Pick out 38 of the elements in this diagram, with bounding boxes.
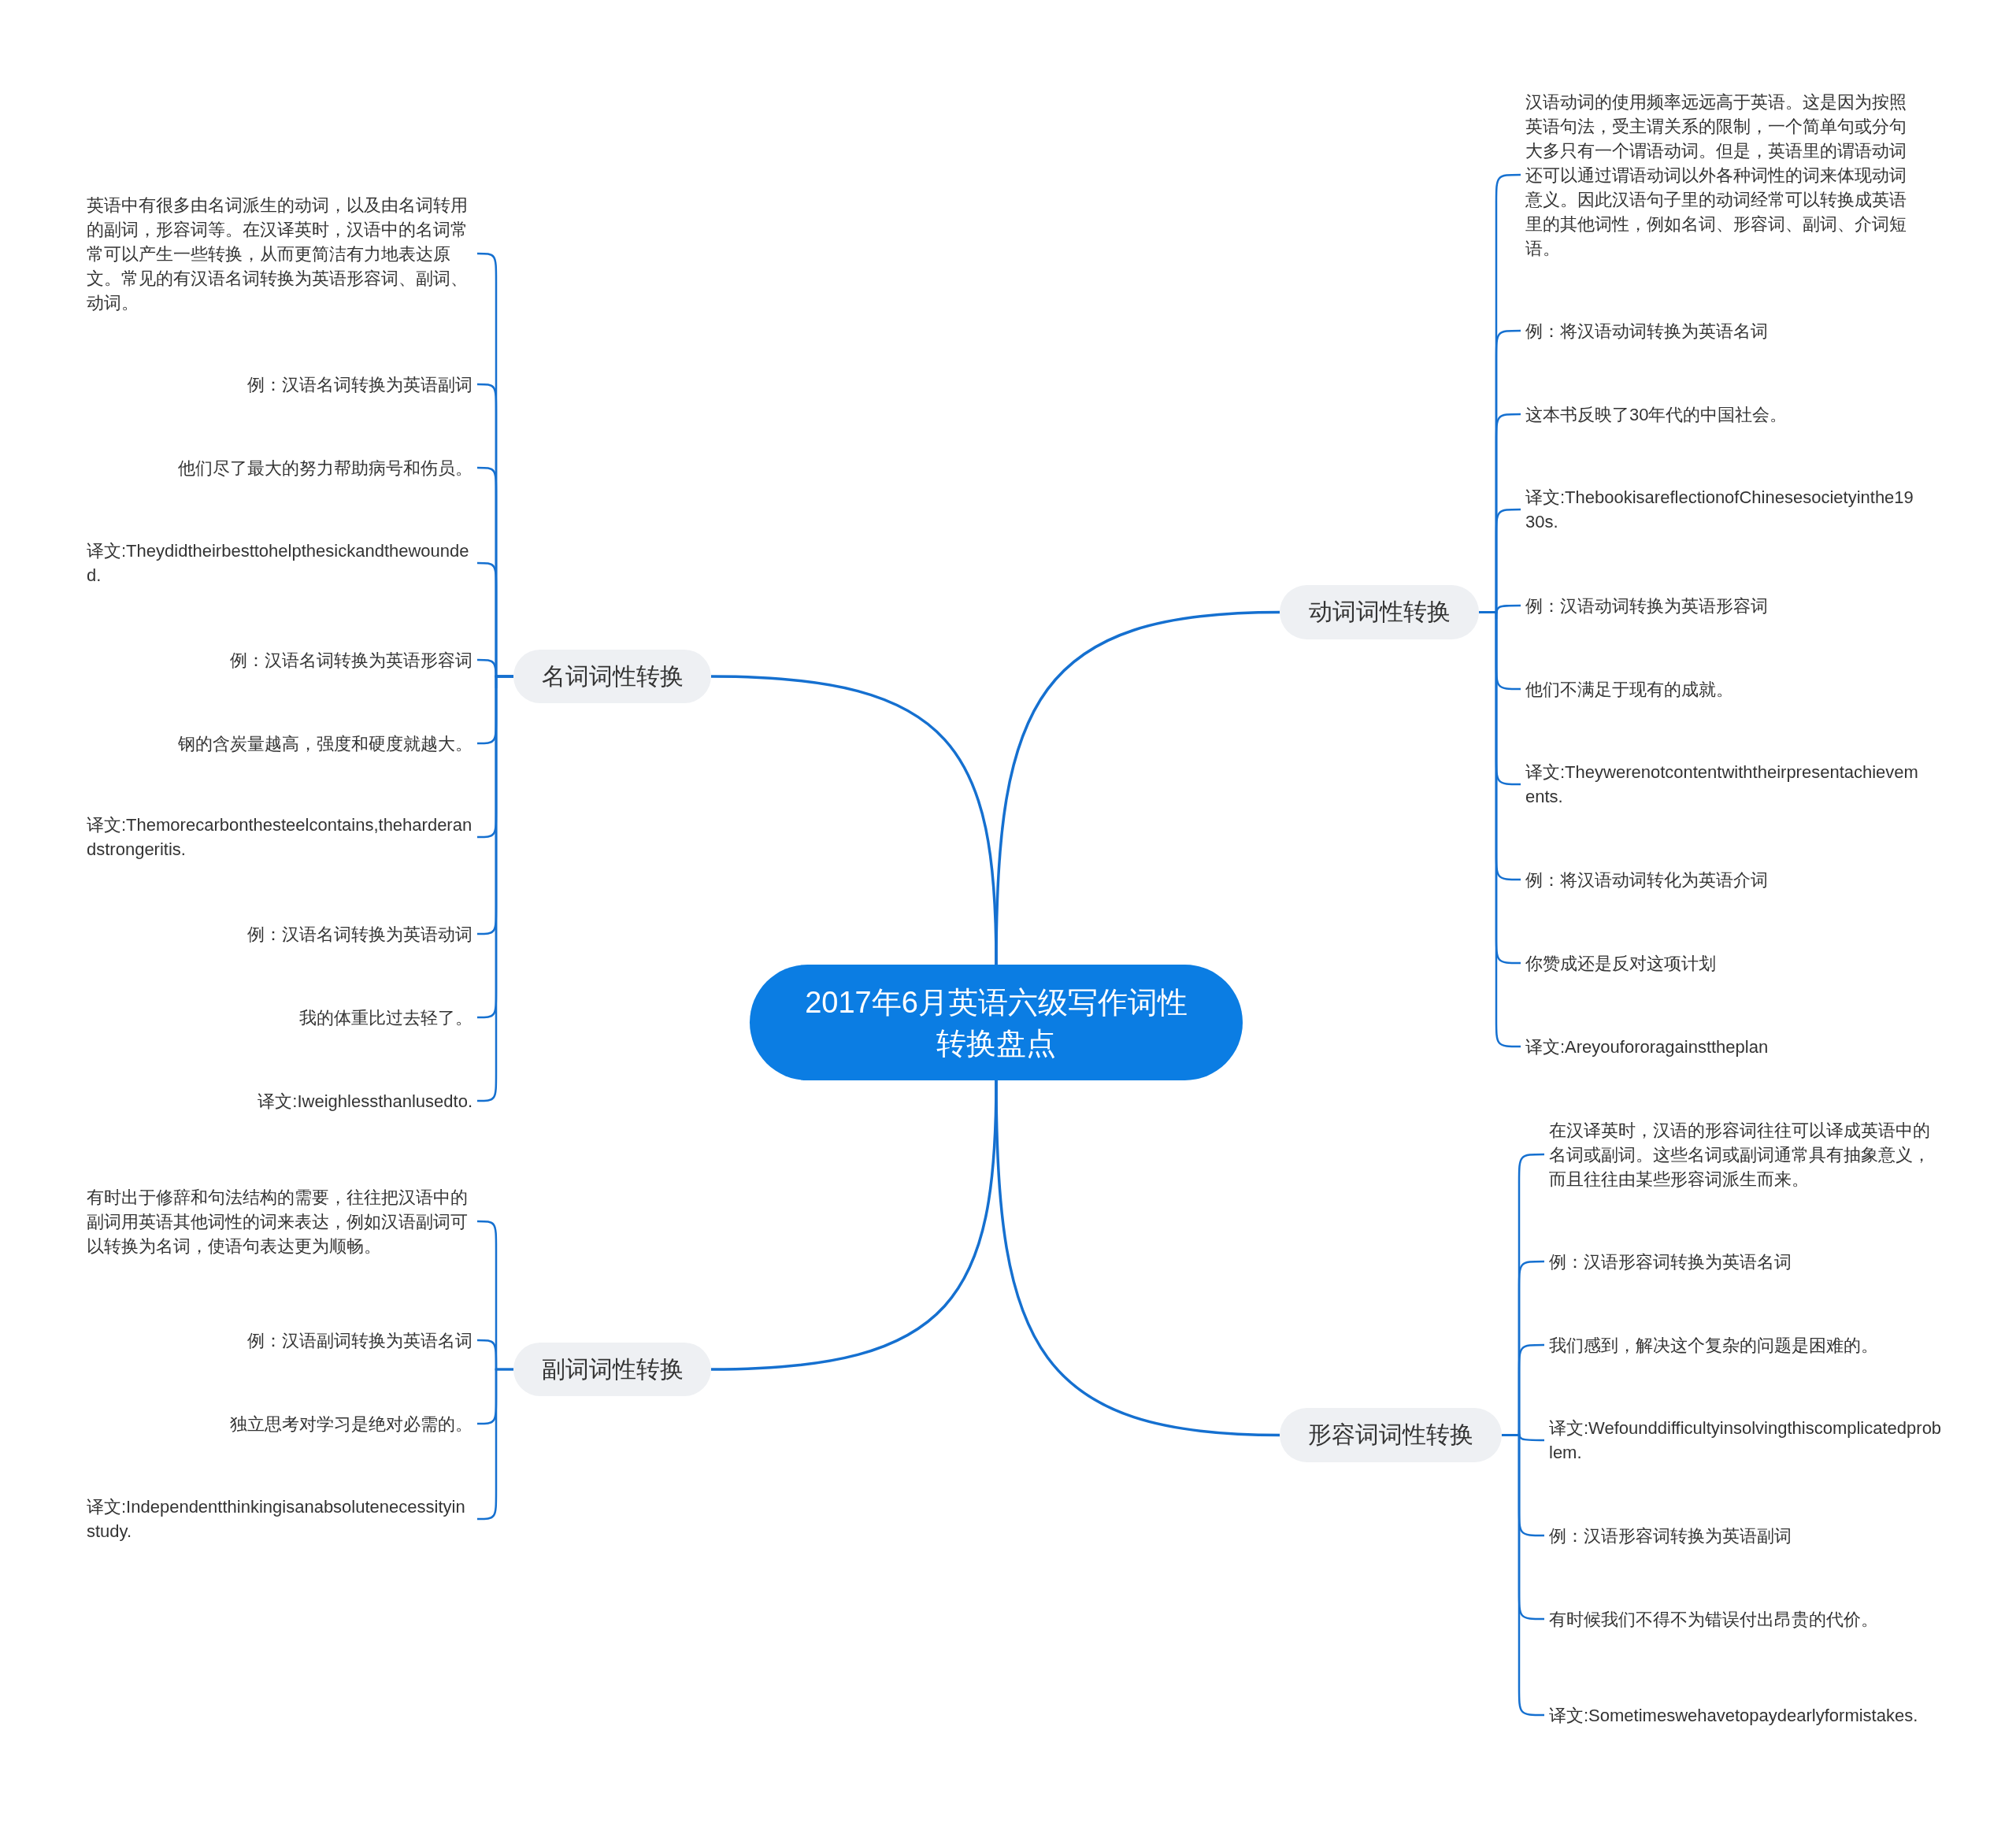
note-text: 译文:Independentthinkingisanabsolutenecessityinstudy. [87,1495,472,1543]
topic-box: 形容词词性转换 [1280,1408,1502,1462]
connector [710,675,998,965]
central-topic: 2017年6月英语六级写作词性转换盘点 [750,965,1243,1080]
note-text: 译文:Themorecarbonthesteelcontains,theharderandstrongeritis. [87,813,472,861]
note-text: 你赞成还是反对这项计划 [1525,950,1716,976]
note-text: 译文:Wefounddifficultyinsolvingthiscomplicatedproblem. [1549,1416,1943,1465]
note-text: 译文:Theydidtheirbesttohelpthesickandthewounded. [87,539,472,587]
topic-box: 动词词性转换 [1280,585,1479,639]
note-text: 我的体重比过去轻了。 [299,1005,472,1030]
note-text: 在汉译英时，汉语的形容词往往可以译成英语中的名词或副词。这些名词或副词通常具有抽象意义，而且往往由某些形容词派生而来。 [1549,1117,1943,1191]
note-text: 例：汉语名词转换为英语形容词 [230,647,472,672]
note-text: 例：汉语名词转换为英语动词 [247,921,472,946]
note-text: 例：将汉语动词转化为英语介词 [1525,867,1768,892]
note-text: 有时候我们不得不为错误付出昂贵的代价。 [1549,1606,1878,1632]
note-text: 例：汉语形容词转换为英语副词 [1549,1523,1792,1548]
note-text: 例：汉语副词转换为英语名词 [247,1328,472,1353]
note-text: 例：汉语动词转换为英语形容词 [1525,593,1768,618]
note-text: 独立思考对学习是绝对必需的。 [230,1411,472,1436]
note-text: 译文:Sometimeswehavetopaydearlyformistakes. [1549,1702,1918,1728]
note-text: 例：汉语形容词转换为英语名词 [1549,1249,1792,1274]
note-text: 我们感到，解决这个复杂的问题是困难的。 [1549,1332,1878,1358]
note-text: 有时出于修辞和句法结构的需要，往往把汉语中的副词用英语其他词性的词来表达，例如汉语副词可以转换为名词，使语句表达更为顺畅。 [87,1184,472,1258]
note-text: 译文:Areyoufororagainsttheplan [1525,1034,1769,1059]
note-text: 他们不满足于现有的成就。 [1525,676,1733,702]
note-text: 译文:ThebookisareflectionofChinesesocietyinthe1930s. [1525,485,1919,534]
connector [710,1080,998,1371]
topic-box: 名词词性转换 [513,650,711,703]
note-text: 钢的含炭量越高，强度和硬度就越大。 [178,731,472,756]
note-text: 译文:Iweighlessthanlusedto. [258,1088,472,1113]
note-text: 英语中有很多由名词派生的动词，以及由名词转用的副词，形容词等。在汉译英时，汉语中的名词常常可以产生一些转换，从而更简洁有力地表达原文。常见的有汉语名词转换为英语形容词、副词、动词。 [87,192,472,315]
note-text: 例：汉语名词转换为英语副词 [247,372,472,397]
note-text: 译文:Theywerenotcontentwiththeirpresentachievements. [1525,760,1919,809]
note-text: 汉语动词的使用频率远远高于英语。这是因为按照英语句法，受主谓关系的限制，一个简单句或分句大多只有一个谓语动词。但是，英语里的谓语动词还可以通过谓语动词以外各种词性的词来体现动词意义。因此汉语句子里的动词经常可以转换成英语里的其他词性，例如名词、形容词、副词、介词短语。 [1525,89,1919,261]
note-text: 这本书反映了30年代的中国社会。 [1525,402,1788,427]
note-text: 例：将汉语动词转换为英语名词 [1525,318,1768,343]
topic-box: 副词词性转换 [513,1343,711,1396]
note-text: 他们尽了最大的努力帮助病号和伤员。 [178,455,472,480]
